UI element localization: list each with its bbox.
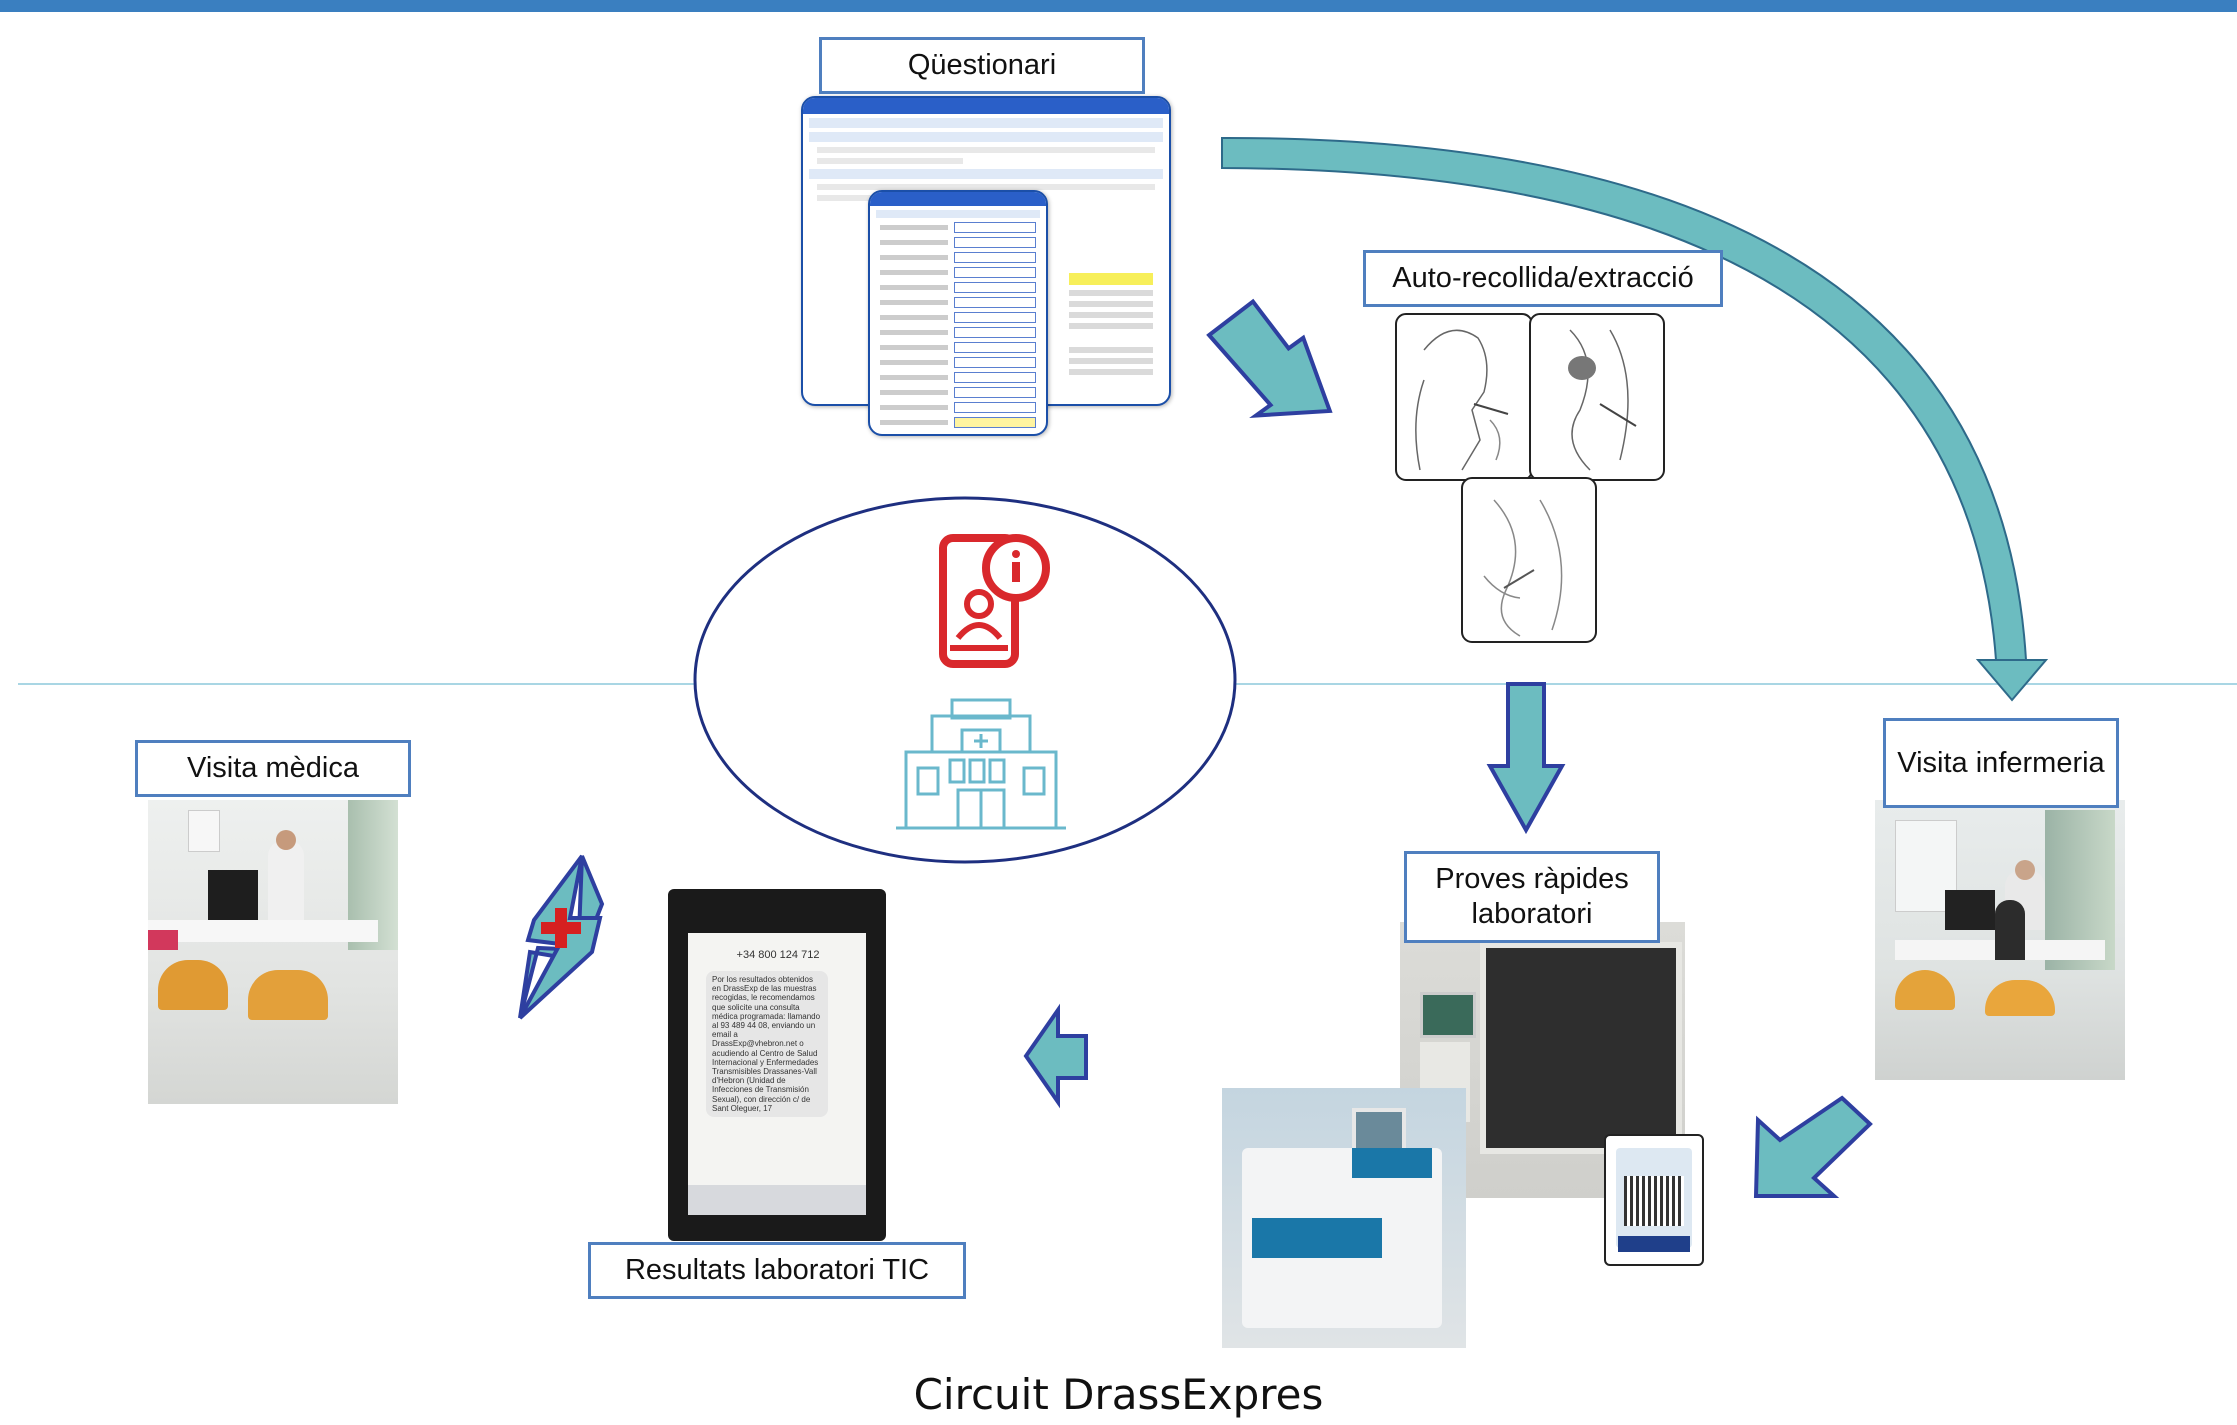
lab-analyzer-photo xyxy=(1400,922,1685,1198)
label-resultats-tic: Resultats laboratori TIC xyxy=(588,1242,966,1299)
questionnaire-form xyxy=(868,190,1048,436)
profile-checklist xyxy=(1061,268,1161,380)
rectal-swab-drawing xyxy=(1461,477,1597,643)
nursing-visit-photo xyxy=(1875,800,2125,1080)
oral-swab-drawing xyxy=(1395,313,1533,481)
label-proves-rapides: Proves ràpides laboratori xyxy=(1404,851,1660,943)
arrow-to-infermeria xyxy=(1221,136,2049,702)
lab-instrument-photo xyxy=(1222,1088,1466,1348)
hospital-icon xyxy=(896,698,1066,830)
sms-number: +34 800 124 712 xyxy=(736,949,820,961)
sms-body: Por los resultados obtenidos en DrassExp… xyxy=(706,971,828,1118)
sms-phone-photo: +34 800 124 712 Por los resultados obten… xyxy=(668,889,886,1241)
medical-visit-photo xyxy=(148,800,398,1104)
arrow-to-resultats xyxy=(1023,1003,1088,1109)
top-bar xyxy=(0,0,2237,12)
diagram-caption: Circuit DrassExpres xyxy=(913,1370,1324,1419)
genital-swab-drawing xyxy=(1529,313,1665,481)
arrow-to-proves xyxy=(1486,682,1566,835)
medical-cross-icon xyxy=(518,854,605,1020)
arrow-infermeria-to-proves xyxy=(1753,1095,1873,1198)
sms-keyboard-bar xyxy=(688,1185,866,1215)
arrow-to-autorecollida xyxy=(1206,298,1333,418)
label-autorecollida: Auto-recollida/extracció xyxy=(1363,250,1723,307)
label-visita-infermeria: Visita infermeria xyxy=(1883,718,2119,808)
label-questionari: Qüestionari xyxy=(819,37,1145,94)
central-ellipse xyxy=(693,496,1237,864)
label-visita-medica: Visita mèdica xyxy=(135,740,411,797)
mobile-info-icon xyxy=(939,534,1050,668)
rapid-test-kit-photo xyxy=(1604,1134,1704,1266)
